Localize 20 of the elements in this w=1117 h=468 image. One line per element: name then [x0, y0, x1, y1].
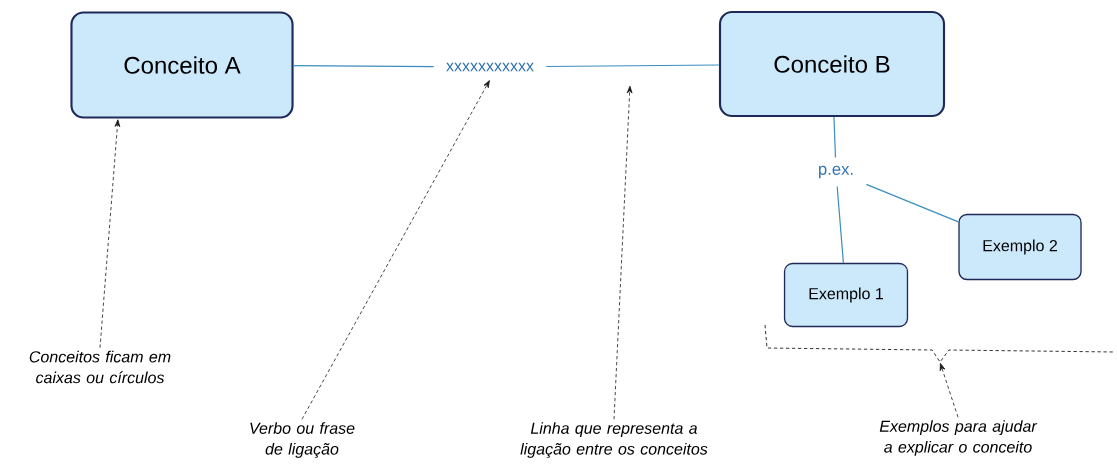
annotation-text: Exemplos para ajudar a explicar o conceito: [879, 420, 1038, 456]
leader-line: [301, 80, 490, 420]
connector-line: [293, 65, 435, 68]
leader-line: [99, 119, 121, 349]
example-box: Exemplo 2: [958, 213, 1082, 281]
connector-line: [833, 116, 837, 159]
example-box: Exemplo 1: [783, 262, 909, 328]
concept-box: Conceito A: [70, 11, 294, 119]
connector-line: [545, 64, 720, 68]
linking-phrase: p.ex.: [819, 165, 853, 179]
annotation-text: Linha que representa a ligação entre os conceitos: [520, 422, 708, 458]
leader-line: [613, 85, 633, 420]
leader-line: [939, 363, 959, 418]
bracket: [764, 324, 1116, 363]
connector-line: [836, 185, 844, 264]
linking-phrase: xxxxxxxxxxx: [446, 62, 534, 72]
connector-line: [865, 183, 959, 223]
concept-box: Conceito B: [718, 10, 946, 118]
annotation-text: Conceitos ficam em caixas ou círculos: [29, 350, 171, 384]
annotation-text: Verbo ou frase de ligação: [250, 422, 355, 458]
